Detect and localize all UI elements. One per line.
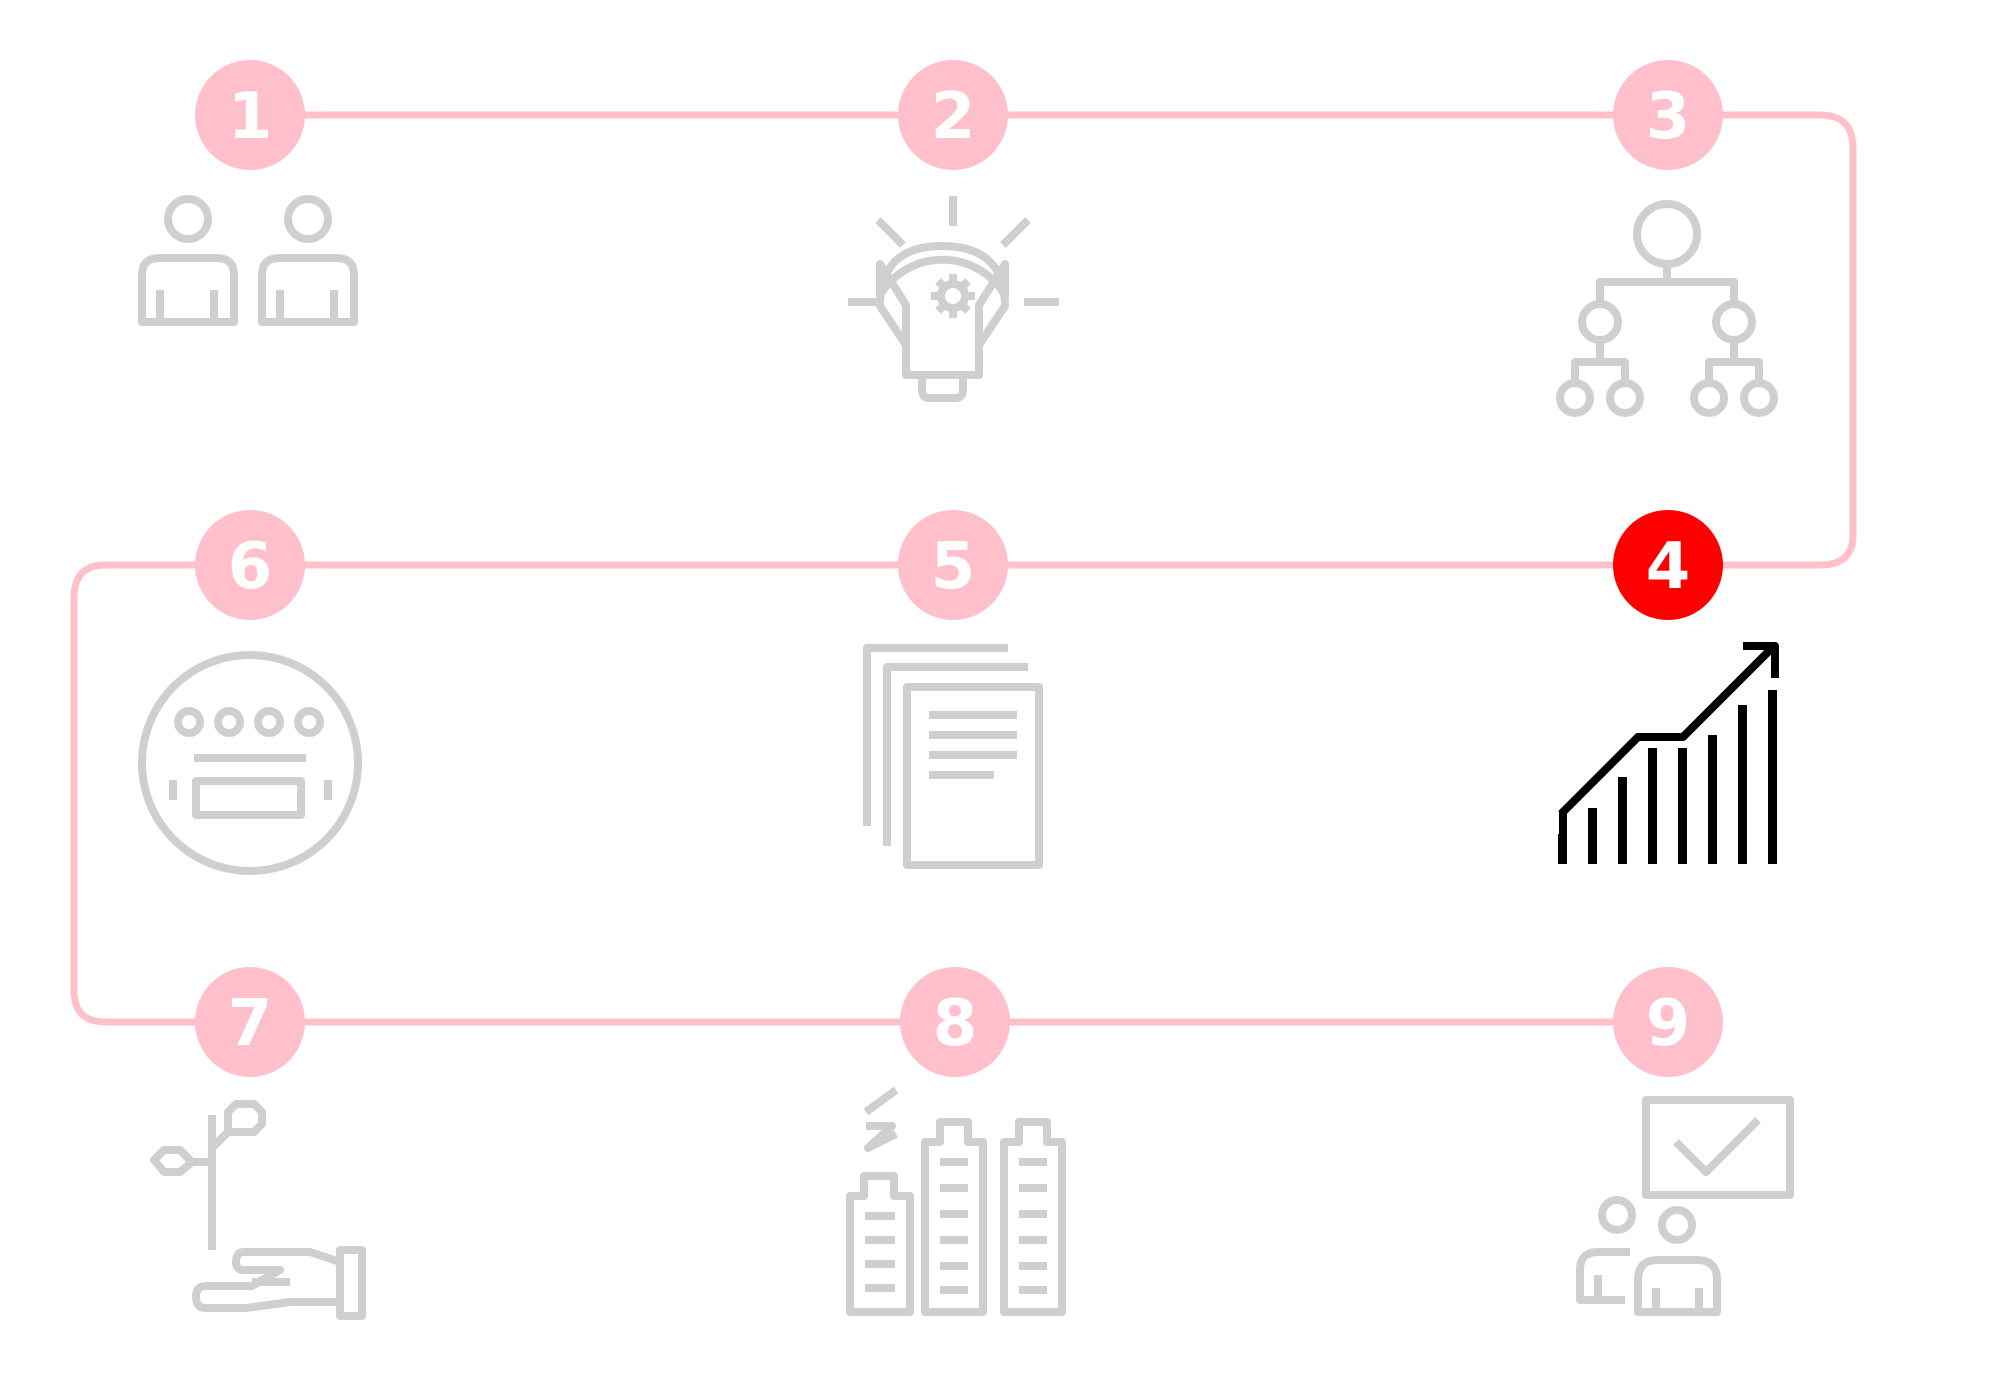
- presentation-check-icon: [1576, 1096, 1794, 1316]
- step-node-8: 8: [900, 967, 1010, 1077]
- step-circle-7: [195, 967, 305, 1077]
- step-number-6: 6: [228, 530, 273, 604]
- step-number-5: 5: [931, 530, 976, 604]
- step-number-2: 2: [931, 80, 976, 154]
- meter-icon: [138, 651, 362, 875]
- step-circle-4: [1613, 510, 1723, 620]
- step-node-2: 2: [898, 60, 1008, 170]
- hierarchy-icon: [1556, 200, 1778, 417]
- step-number-4: 4: [1646, 530, 1691, 604]
- step-number-1: 1: [228, 80, 273, 154]
- step-node-1: 1: [195, 60, 305, 170]
- step-circle-2: [898, 60, 1008, 170]
- step-node-9: 9: [1613, 967, 1723, 1077]
- step-number-8: 8: [933, 987, 978, 1061]
- step-number-7: 7: [228, 987, 273, 1061]
- step-number-9: 9: [1646, 987, 1691, 1061]
- step-circle-1: [195, 60, 305, 170]
- documents-icon: [863, 644, 1043, 869]
- step-node-6: 6: [195, 510, 305, 620]
- step-node-3: 3: [1613, 60, 1723, 170]
- step-circle-6: [195, 510, 305, 620]
- step-node-5: 5: [898, 510, 1008, 620]
- step-node-7: 7: [195, 967, 305, 1077]
- hand-plant-icon: [150, 1100, 366, 1320]
- batteries-icon: [846, 1086, 1066, 1316]
- growth-chart-icon: [1558, 642, 1779, 864]
- step-circle-3: [1613, 60, 1723, 170]
- step-node-4: 4: [1613, 510, 1723, 620]
- step-number-3: 3: [1646, 80, 1691, 154]
- step-circle-5: [898, 510, 1008, 620]
- lightbulb-gear-icon: [848, 196, 1059, 402]
- step-circle-8: [900, 967, 1010, 1077]
- team-icon: [138, 195, 358, 326]
- step-circle-9: [1613, 967, 1723, 1077]
